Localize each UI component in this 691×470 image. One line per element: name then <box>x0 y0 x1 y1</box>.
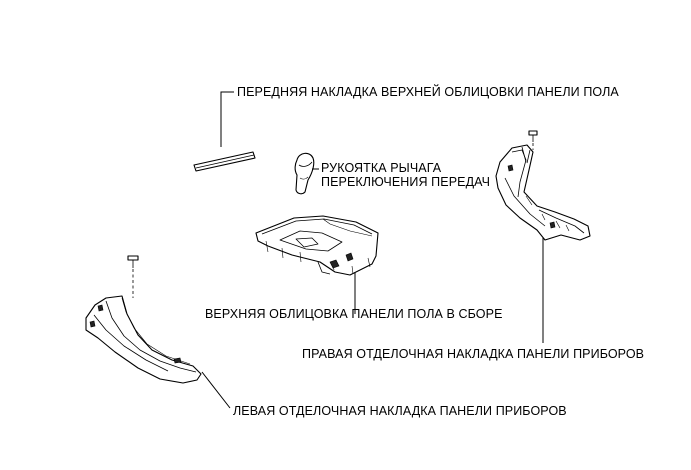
front-trim-strip <box>193 91 256 172</box>
right-panel-trim <box>495 130 591 343</box>
left-panel-label: ЛЕВАЯ ОТДЕЛОЧНАЯ НАКЛАДКА ПАНЕЛИ ПРИБОРО… <box>233 404 567 418</box>
left-panel-trim <box>85 255 231 409</box>
right-panel-label: ПРАВАЯ ОТДЕЛОЧНАЯ НАКЛАДКА ПАНЕЛИ ПРИБОР… <box>302 347 645 361</box>
shift-knob <box>294 152 319 195</box>
upper-console-assembly <box>255 215 379 314</box>
front-trim-label: ПЕРЕДНЯЯ НАКЛАДКА ВЕРХНЕЙ ОБЛИЦОВКИ ПАНЕ… <box>237 85 619 99</box>
shift-knob-label-line2: ПЕРЕКЛЮЧЕНИЯ ПЕРЕДАЧ <box>321 175 491 189</box>
upper-console-label: ВЕРХНЯЯ ОБЛИЦОВКА ПАНЕЛИ ПОЛА В СБОРЕ <box>205 307 503 321</box>
shift-knob-label-line1: РУКОЯТКА РЫЧАГА <box>321 161 442 175</box>
